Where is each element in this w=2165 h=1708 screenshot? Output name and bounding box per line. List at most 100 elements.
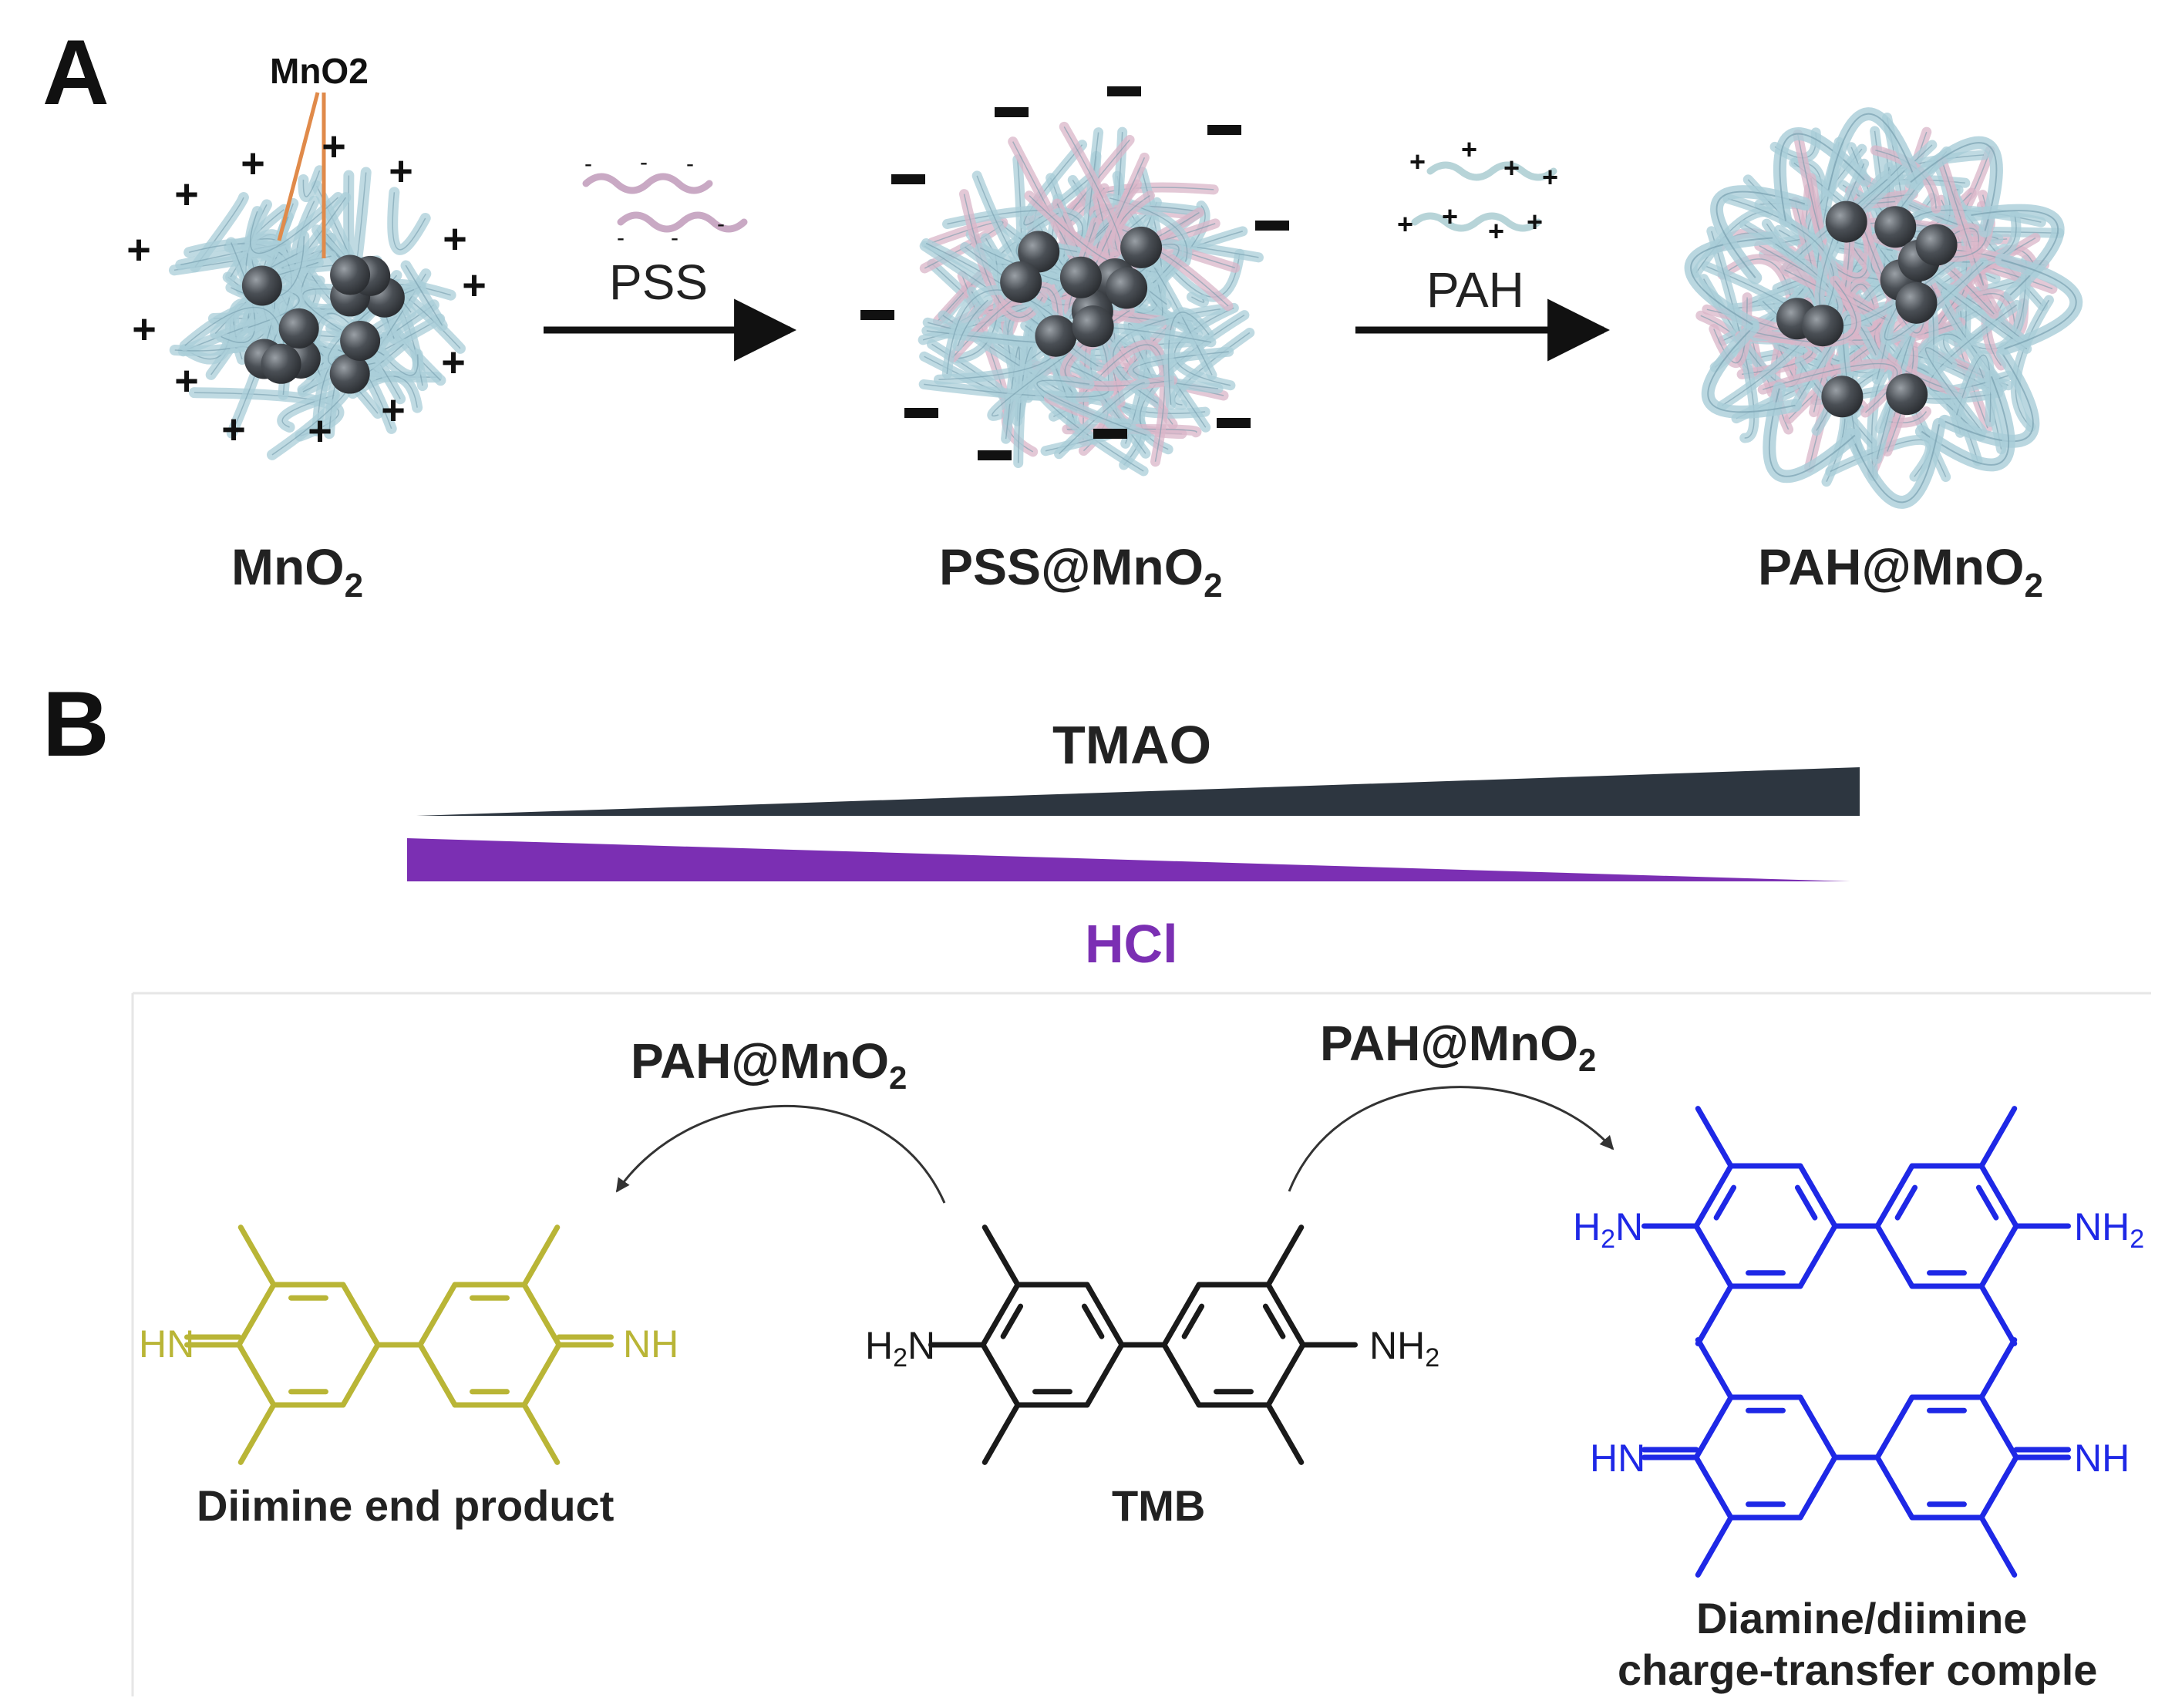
mno2-sphere: [1886, 373, 1928, 416]
tmao-wedge: [416, 767, 1860, 816]
diimine-group-left: HN: [139, 1322, 194, 1366]
complex-caption-line2: charge-transfer comple: [1618, 1646, 2097, 1694]
svg-text:+: +: [1527, 206, 1543, 238]
strand-outline: [1036, 379, 1146, 436]
plus-charge: +: [174, 358, 199, 404]
svg-text:MnO2: MnO2: [270, 51, 369, 91]
methyl-bond: [237, 1402, 277, 1465]
ring-bond: [1978, 1454, 2019, 1521]
complex-caption-line1: Diamine/diimine: [1696, 1594, 2027, 1642]
methyl-bond: [981, 1402, 1021, 1465]
ring-bond: [1693, 1163, 1734, 1229]
strand-outline: [1079, 344, 1166, 462]
svg-text:+: +: [1542, 161, 1558, 193]
right-reaction-arrow: [1288, 1086, 1614, 1192]
complex-group-left-top: H2N: [1573, 1205, 1643, 1254]
pah-chains-icon: + + + + + + + +: [1397, 133, 1558, 247]
tmb-molecule: [928, 1225, 1358, 1465]
strand-outline: [924, 221, 1004, 269]
diimine-caption: Diimine end product: [197, 1481, 614, 1530]
strand-outline: [302, 170, 321, 197]
strand-outline: [1924, 347, 1983, 432]
strand-outline: [1023, 144, 1093, 226]
svg-text:+: +: [1488, 215, 1504, 247]
methyl-bond: [521, 1402, 561, 1465]
ring-double-bond: [1262, 1303, 1286, 1339]
strand-outline: [957, 299, 988, 347]
methyl-bond: [1978, 1337, 2018, 1400]
stage-label-pah-mno2: PAH@MnO2: [1758, 538, 2043, 605]
panel-a-label: A: [42, 21, 109, 124]
loop-outline: [1921, 376, 2010, 466]
ring-bond: [1978, 1163, 2019, 1229]
pah-mno2-particle: [1684, 107, 2083, 509]
svg-text:-: -: [686, 151, 694, 177]
methyl-bond: [981, 1225, 1021, 1288]
stage-label-mno2: MnO2: [231, 538, 363, 605]
mno2-sphere: [1825, 200, 1867, 243]
pss-step: - - - - - - PSS: [544, 150, 797, 362]
strand-outline: [946, 289, 1055, 375]
svg-text:-: -: [671, 225, 678, 251]
ring-bond: [1874, 1454, 1915, 1521]
svg-text:+: +: [1503, 152, 1520, 184]
loop-outline: [1944, 353, 2034, 443]
left-catalyst-label: PAH@MnO2: [631, 1033, 907, 1096]
tmb-caption: TMB: [1112, 1481, 1205, 1530]
svg-text:-: -: [717, 211, 725, 237]
mno2-particle: [168, 165, 466, 460]
right-catalyst-label: PAH@MnO2: [1320, 1016, 1596, 1078]
methyl-bond: [1695, 1337, 1734, 1400]
mno2-sphere: [1018, 231, 1060, 273]
plus-charge: +: [132, 306, 157, 352]
loop-outline: [2001, 259, 2077, 350]
complex-group-right-top: NH2: [2074, 1205, 2144, 1254]
strand-outline: [1132, 351, 1229, 389]
plus-charge: +: [389, 148, 413, 194]
ring-bond: [236, 1282, 277, 1348]
positive-charges: +++++++++++++: [126, 123, 487, 454]
loop-outline: [1707, 326, 1796, 413]
tmao-label: TMAO: [1052, 715, 1211, 775]
methyl-bond: [1265, 1402, 1305, 1465]
mno2-sphere: [1120, 226, 1163, 268]
plus-charge: +: [322, 123, 346, 170]
loop-outline: [1716, 190, 1806, 278]
ring-double-bond: [1000, 1303, 1024, 1339]
diimine-molecule: [184, 1225, 614, 1465]
ring-bond: [980, 1342, 1021, 1408]
mno2-sphere: [1000, 261, 1042, 303]
ring-bond: [1693, 1454, 1734, 1521]
loop-outline: [1910, 142, 1998, 231]
ring-double-bond: [1794, 1184, 1818, 1221]
strand-outline: [250, 197, 338, 254]
methyl-bond: [1695, 1514, 1734, 1578]
methyl-bond: [1695, 1106, 1734, 1169]
strand-outline: [1191, 296, 1205, 303]
loop-outline: [1690, 237, 1773, 325]
methyl-bond: [1695, 1283, 1734, 1346]
mno2-sphere: [1802, 305, 1844, 347]
svg-text:-: -: [584, 151, 592, 177]
ring-bond: [1693, 1394, 1734, 1460]
ring-double-bond: [1894, 1184, 1918, 1221]
tmb-group-left: H2N: [865, 1324, 935, 1373]
minus-charge: [1255, 221, 1289, 231]
complex-diimine-molecule: [1641, 1337, 2071, 1578]
ring-bond: [1265, 1282, 1306, 1348]
minus-charge: [1207, 125, 1241, 135]
mno2-sphere: [261, 343, 301, 384]
minus-charge: [904, 408, 938, 418]
plus-charge: +: [221, 406, 246, 453]
ring-bond: [1797, 1394, 1838, 1460]
ring-bond: [340, 1282, 381, 1348]
complex-diamine-molecule: [1641, 1106, 2071, 1346]
pss-chains-icon: - - - - - -: [582, 150, 748, 251]
ring-bond: [1978, 1394, 2019, 1460]
methyl-bond: [237, 1225, 277, 1288]
mno2-sphere: [1059, 256, 1102, 298]
minus-charge: [860, 310, 894, 320]
strand-outline: [1059, 382, 1145, 455]
pah-label: PAH: [1426, 262, 1524, 318]
svg-text:+: +: [1397, 208, 1413, 240]
